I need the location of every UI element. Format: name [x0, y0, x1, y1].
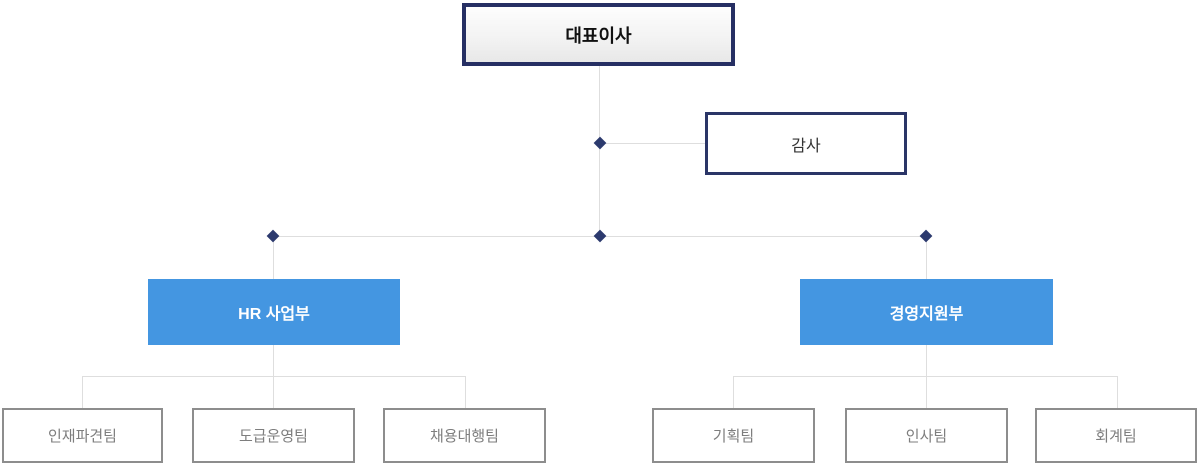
connector-drop-hr-team-2 — [465, 376, 466, 409]
connector-drop-mgmt-team-2 — [1117, 376, 1118, 409]
node-ceo: 대표이사 — [462, 3, 735, 66]
node-hr-division: HR 사업부 — [148, 279, 400, 345]
connector-drop-hr-team-0 — [82, 376, 83, 409]
connector-drop-mgmt-team-0 — [733, 376, 734, 409]
junction-diamond-right — [919, 229, 933, 243]
node-mgmt-division: 경영지원부 — [800, 279, 1053, 345]
connector-hr-stem — [273, 345, 274, 376]
node-team-contract: 도급운영팀 — [192, 408, 355, 463]
connector-drop-mgmt-team-1 — [926, 376, 927, 409]
connector-drop-hr-division — [273, 236, 274, 279]
connector-ceo-auditor — [600, 143, 705, 144]
node-team-accounting: 회계팀 — [1035, 408, 1197, 463]
node-team-hr: 인사팀 — [845, 408, 1008, 463]
connector-drop-hr-team-1 — [273, 376, 274, 409]
junction-diamond-auditor — [593, 136, 607, 150]
connector-drop-mgmt-division — [926, 236, 927, 279]
junction-diamond-center — [593, 229, 607, 243]
connector-mgmt-rail — [733, 376, 1117, 377]
node-auditor: 감사 — [705, 112, 907, 175]
junction-diamond-left — [266, 229, 280, 243]
node-team-planning: 기획팀 — [652, 408, 815, 463]
node-team-dispatch: 인재파견팀 — [2, 408, 163, 463]
connector-mgmt-stem — [926, 345, 927, 376]
connector-ceo-trunk — [599, 66, 600, 236]
node-team-recruiting: 채용대행팀 — [383, 408, 546, 463]
